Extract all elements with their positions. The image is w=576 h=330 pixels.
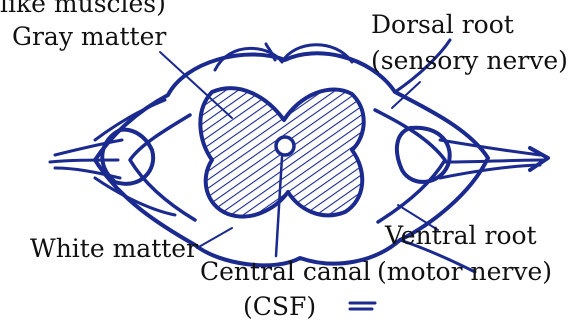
label-sensory-nerve: (sensory nerve) [371, 47, 568, 75]
label-top-cutoff: like muscles) [0, 0, 166, 18]
right-nerve-3 [440, 165, 540, 178]
left-nerve-3 [55, 168, 120, 178]
label-central-canal: Central canal [200, 258, 371, 286]
label-ventral-root: Ventral root [385, 222, 537, 250]
bottom-mark [350, 303, 375, 309]
leader-white-matter [197, 228, 232, 248]
label-dorsal-root: Dorsal root [371, 11, 514, 39]
left-nerve-2 [50, 160, 118, 162]
label-white-matter: White matter [30, 235, 198, 263]
label-csf: (CSF) [243, 293, 316, 321]
central-canal [276, 137, 294, 155]
label-motor-nerve: (motor nerve) [377, 258, 552, 286]
label-gray-matter: Gray matter [12, 23, 166, 51]
right-nerve-1 [440, 140, 540, 155]
left-nerve-1 [55, 140, 122, 155]
right-nerve-2 [445, 160, 545, 162]
